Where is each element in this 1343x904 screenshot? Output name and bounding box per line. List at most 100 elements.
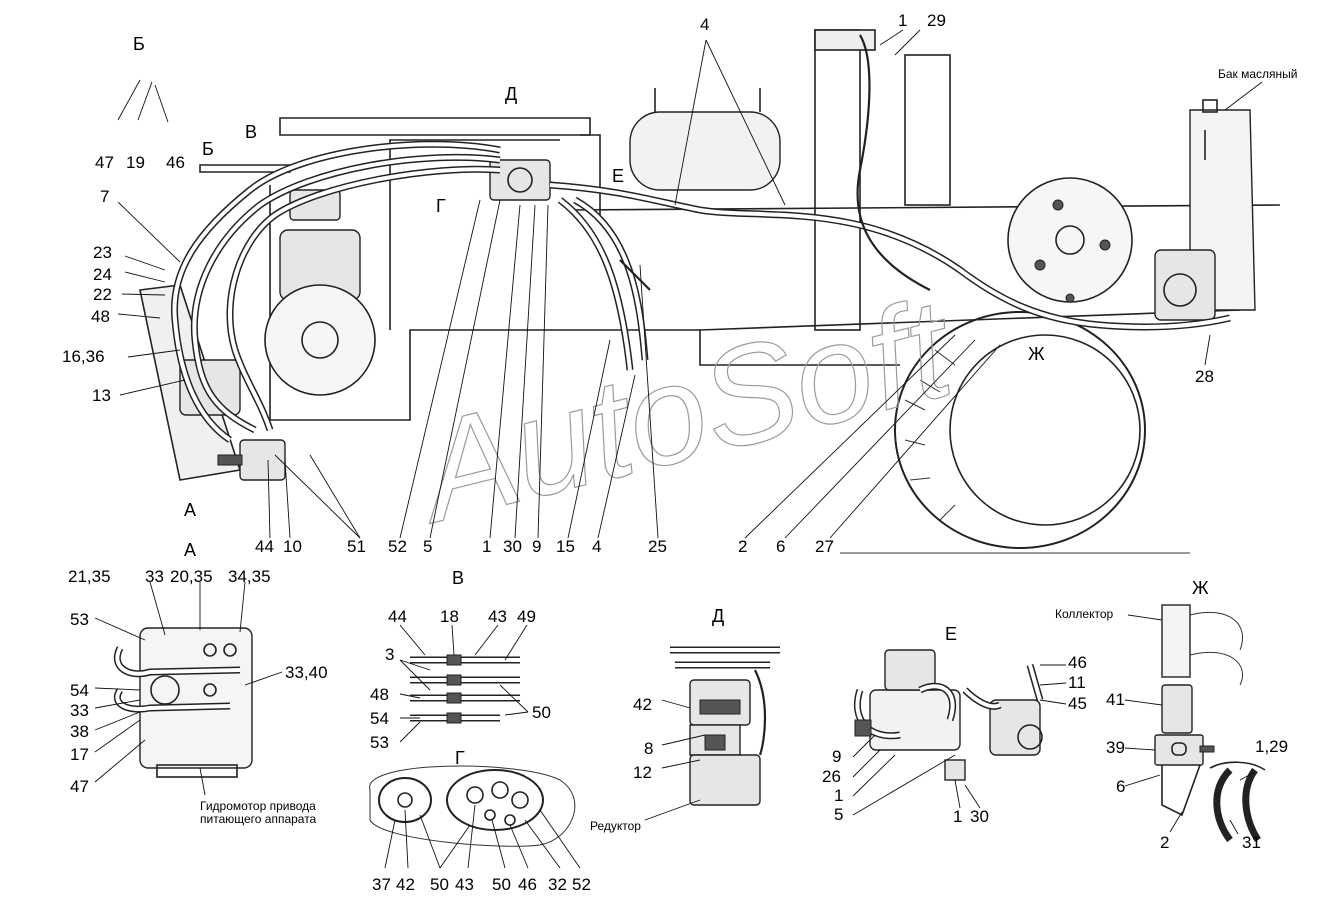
view-v: В	[399, 568, 529, 743]
g-label-37: 37	[372, 875, 391, 894]
label-52: 52	[388, 537, 407, 556]
a-label-20-35: 20,35	[170, 567, 213, 586]
label-29: 29	[927, 11, 946, 30]
label-4: 4	[700, 15, 709, 34]
label-27: 27	[815, 537, 834, 556]
label-5: 5	[423, 537, 432, 556]
a-label-17: 17	[70, 745, 89, 764]
view-v-labels: 44 18 43 49 3 48 54 50 53	[370, 607, 551, 752]
view-g-labels: 37 42 50 43 50 46 32 52	[372, 875, 591, 894]
label-51: 51	[347, 537, 366, 556]
label-25: 25	[648, 537, 667, 556]
view-v-title: В	[452, 568, 464, 588]
g-label-52: 52	[572, 875, 591, 894]
g-label-50: 50	[430, 875, 449, 894]
view-a-marker: А	[184, 500, 196, 520]
label-1b: 1	[482, 537, 491, 556]
label-28: 28	[1195, 367, 1214, 386]
watermark-text: AutoSoft	[399, 268, 970, 553]
view-g: Г	[369, 748, 581, 869]
z-label-1-29: 1,29	[1255, 737, 1288, 756]
view-a: А	[94, 540, 283, 796]
a-label-47: 47	[70, 777, 89, 796]
reducer-note: Редуктор	[590, 819, 641, 833]
collector-note: Коллектор	[1055, 607, 1113, 621]
hose-bundle-right	[549, 34, 1231, 371]
z-label-2: 2	[1160, 833, 1169, 852]
view-v-marker: В	[245, 122, 257, 142]
view-zh-labels: Коллектор 41 39 1,29 6 2 31	[1055, 607, 1288, 852]
air-receiver	[629, 88, 781, 191]
label-48: 48	[91, 307, 110, 326]
wheel	[894, 311, 1146, 549]
view-e-marker: Е	[612, 166, 624, 186]
d-label-8: 8	[644, 739, 653, 758]
pulley-disk	[1007, 177, 1133, 303]
v-label-54: 54	[370, 709, 389, 728]
e-label-1b: 1	[953, 807, 962, 826]
label-46: 46	[166, 153, 185, 172]
a-label-54: 54	[70, 681, 89, 700]
z-label-41: 41	[1106, 690, 1125, 709]
a-label-34-35: 34,35	[228, 567, 271, 586]
view-zh-title: Ж	[1192, 578, 1209, 598]
label-22: 22	[93, 285, 112, 304]
label-47: 47	[95, 153, 114, 172]
a-label-33: 33	[145, 567, 164, 586]
hydromotor-note-1: Гидромотор привода	[200, 799, 316, 813]
label-9: 9	[532, 537, 541, 556]
v-label-3: 3	[385, 645, 394, 664]
e-label-26: 26	[822, 767, 841, 786]
label-19: 19	[126, 153, 145, 172]
v-label-48: 48	[370, 685, 389, 704]
main-leaders	[117, 29, 1263, 539]
a-label-53: 53	[70, 610, 89, 629]
view-zh: Ж	[1124, 578, 1266, 843]
label-2: 2	[738, 537, 747, 556]
e-label-1: 1	[834, 786, 843, 805]
label-6: 6	[776, 537, 785, 556]
a-label-33-40: 33,40	[285, 663, 328, 682]
g-label-43: 43	[455, 875, 474, 894]
view-d-labels: 42 8 12 Редуктор	[590, 695, 653, 833]
label-10: 10	[283, 537, 302, 556]
view-b-title: Б	[133, 34, 145, 54]
e-label-11: 11	[1068, 673, 1086, 692]
hose-bundle-left	[170, 140, 501, 443]
v-label-18: 18	[440, 607, 459, 626]
view-d-marker: Д	[505, 84, 517, 104]
hydromotor-note-2: питающего аппарата	[200, 812, 317, 826]
a-label-38: 38	[70, 722, 89, 741]
right-pump	[1154, 249, 1216, 321]
g-label-42: 42	[396, 875, 415, 894]
label-16-36: 16,36	[62, 347, 105, 366]
e-label-46: 46	[1068, 653, 1087, 672]
view-d: Д	[644, 606, 780, 821]
g-label-32: 32	[548, 875, 567, 894]
view-e: Е	[852, 624, 1067, 816]
z-label-31: 31	[1242, 833, 1261, 852]
z-label-6: 6	[1116, 777, 1125, 796]
v-label-53: 53	[370, 733, 389, 752]
label-15: 15	[556, 537, 575, 556]
label-4b: 4	[592, 537, 601, 556]
v-label-44: 44	[388, 607, 407, 626]
v-label-49: 49	[517, 607, 536, 626]
v-label-43: 43	[488, 607, 507, 626]
label-30: 30	[503, 537, 522, 556]
e-label-30: 30	[970, 807, 989, 826]
g-label-50b: 50	[492, 875, 511, 894]
view-b-marker: Б	[202, 139, 214, 159]
label-1: 1	[898, 11, 907, 30]
view-d-title: Д	[712, 606, 724, 626]
e-label-9: 9	[832, 747, 841, 766]
oil-tank-note: Бак масляный	[1218, 67, 1298, 81]
view-a-title: А	[184, 540, 196, 560]
e-label-5: 5	[834, 805, 843, 824]
d-label-12: 12	[633, 763, 652, 782]
view-zh-marker: Ж	[1028, 344, 1045, 364]
g-label-46: 46	[518, 875, 537, 894]
view-e-title: Е	[945, 624, 957, 644]
view-a-labels: 21,35 33 20,35 34,35 53 33,40 54 33 38 1…	[68, 567, 328, 826]
